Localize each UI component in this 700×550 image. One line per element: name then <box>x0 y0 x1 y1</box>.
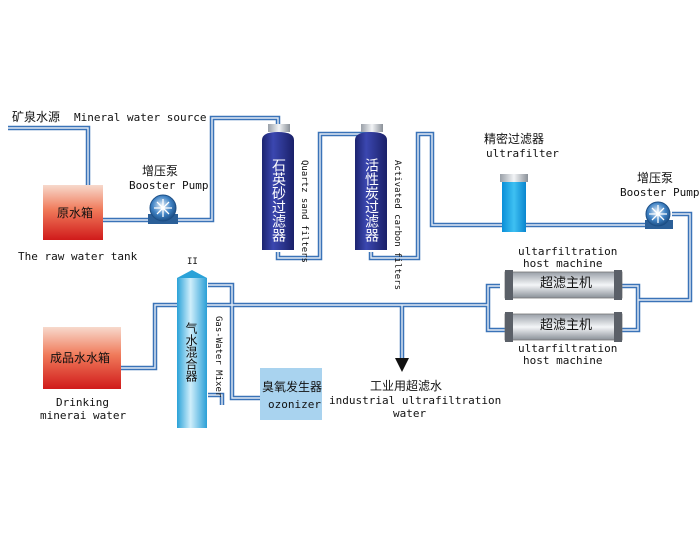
ozonizer-label-cn: 臭氧发生器 <box>262 380 323 394</box>
uf-top-label-cn: 超滤主机 <box>540 276 593 291</box>
activated-carbon-filter <box>355 124 387 250</box>
pipe-tank-to-quartz <box>102 115 281 223</box>
uf-bottom-label-en2: host machine <box>523 354 603 367</box>
quartz-label-cn: 石英砂过滤器 <box>270 158 286 242</box>
raw-tank-label-cn: 原水箱 <box>57 206 94 220</box>
pipe-product-tank <box>120 302 180 371</box>
pump2-label-en: Booster Pump <box>620 186 700 199</box>
carbon-label-en: Activated carbon filters <box>392 160 402 291</box>
industrial-label-cn: 工业用超滤水 <box>370 379 443 393</box>
pipe-uf-loop-right <box>622 283 641 333</box>
pump2-label-cn: 增压泵 <box>637 171 674 185</box>
booster-pump-1-icon <box>148 194 178 224</box>
product-label-en2: minerai water <box>40 409 127 422</box>
gas-water-mixer <box>177 270 207 428</box>
uf-host-machine-top <box>504 270 623 300</box>
mixer-label-en: Gas-Water Mixer <box>213 316 223 398</box>
mixer-top-label: II <box>187 257 198 267</box>
source-label-en: Mineral water source <box>74 111 207 124</box>
carbon-label-cn: 活性炭过滤器 <box>363 158 379 242</box>
mixer-label-cn: 气水混合器 <box>184 322 198 382</box>
uf-top-label-en1: ultarfiltration <box>518 245 618 258</box>
precision-label-en: ultrafilter <box>486 147 559 160</box>
raw-tank-label-en: The raw water tank <box>18 250 138 263</box>
ozonizer-box <box>260 368 322 420</box>
raw-water-tank <box>43 185 103 240</box>
uf-top-label-en2: host machine <box>523 257 603 270</box>
uf-host-machine-bottom <box>504 312 623 342</box>
industrial-label-en1: industrial ultrafiltration <box>329 394 502 407</box>
pump1-label-en: Booster Pump <box>129 179 209 192</box>
source-label-cn: 矿泉水源 <box>12 110 61 124</box>
quartz-sand-filter <box>262 124 294 250</box>
product-tank-label-cn: 成品水水箱 <box>50 351 111 365</box>
quartz-label-en: Quartz sand filters <box>299 160 309 263</box>
ozonizer-label-en: ozonizer <box>268 398 321 411</box>
industrial-arrow-icon <box>395 358 409 372</box>
precision-label-cn: 精密过滤器 <box>484 132 545 146</box>
precision-ultrafilter <box>500 174 528 232</box>
pipe-source <box>8 125 91 188</box>
product-label-en1: Drinking <box>56 396 109 409</box>
industrial-label-en2: water <box>393 407 427 420</box>
pump1-label-cn: 增压泵 <box>142 164 179 178</box>
booster-pump-2-icon <box>645 201 673 229</box>
pipe-uf-loop <box>485 283 505 333</box>
uf-bottom-label-cn: 超滤主机 <box>540 318 593 333</box>
uf-bottom-label-en1: ultarfiltration <box>518 342 618 355</box>
product-water-tank <box>43 327 121 389</box>
